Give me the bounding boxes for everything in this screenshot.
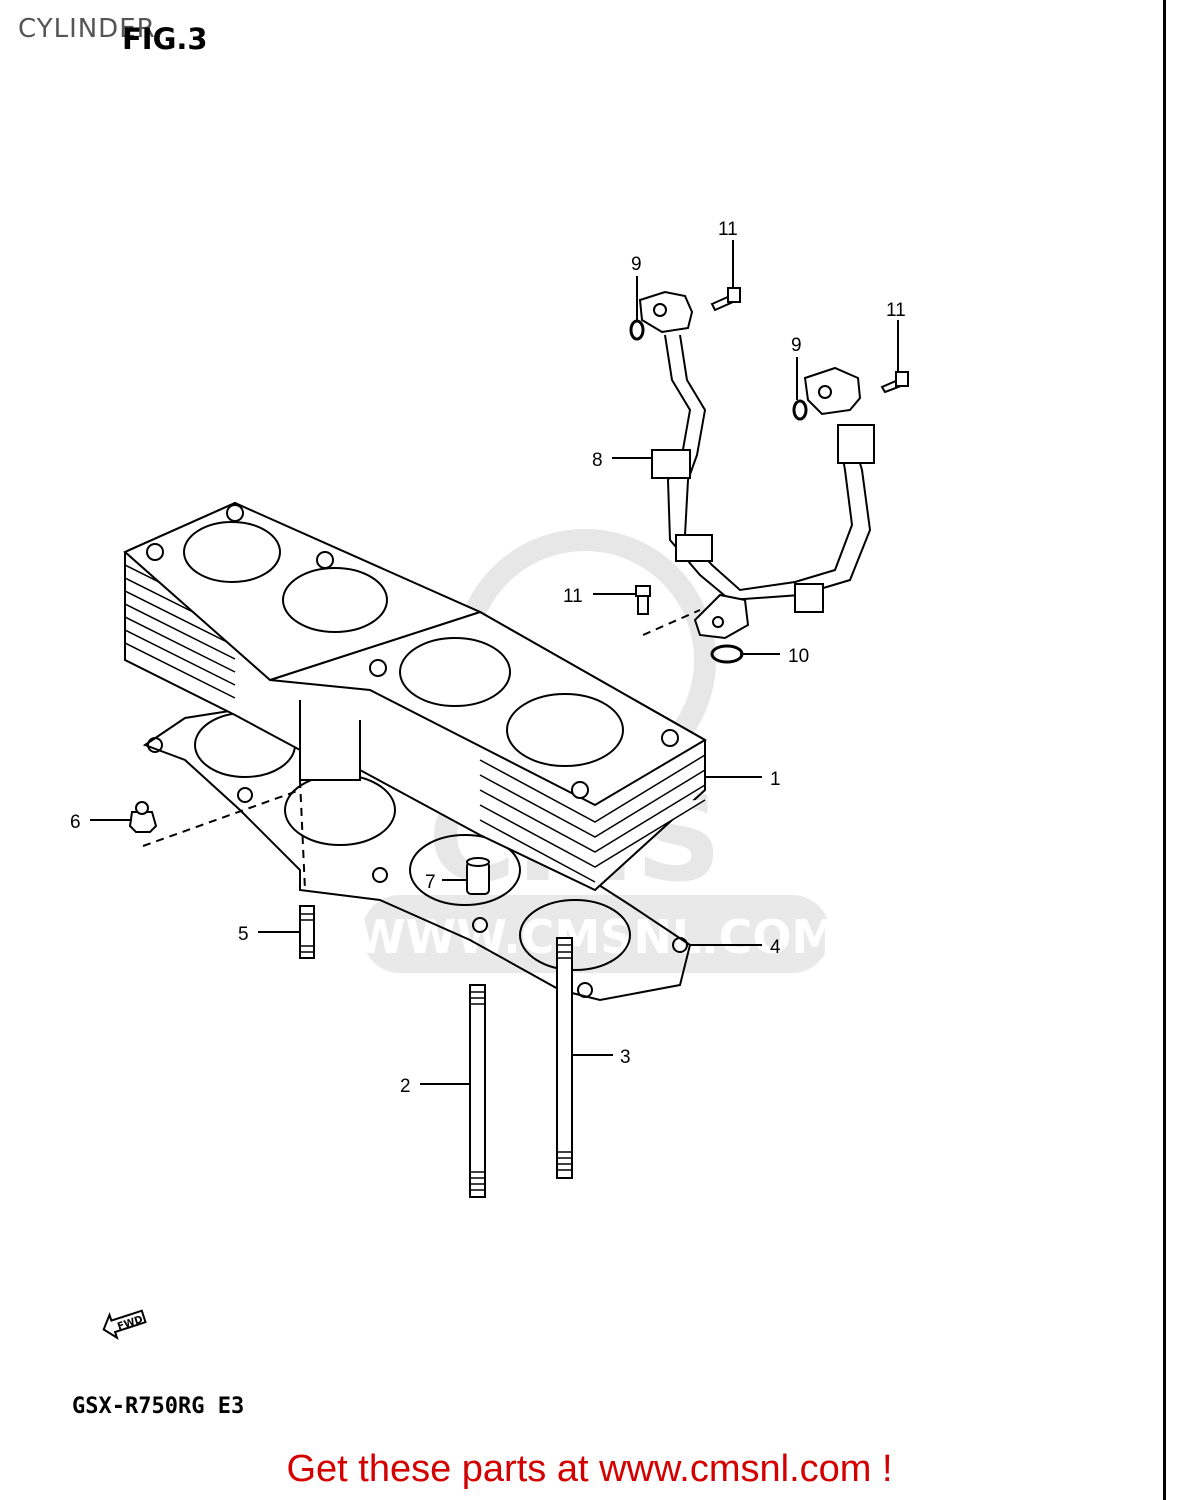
stud-bolt-long-2 — [469, 984, 486, 1198]
callout-2: 2 — [400, 1076, 411, 1097]
stud-bolt-short — [299, 905, 315, 959]
callout-10: 10 — [788, 646, 809, 667]
callout-5: 5 — [238, 924, 249, 945]
cap-nut — [128, 801, 158, 833]
model-code: GSX-R750RG E3 — [72, 1394, 245, 1419]
bolt-upper-left — [710, 287, 741, 312]
callout-11-top: 11 — [718, 219, 738, 240]
callout-11-lower: 11 — [563, 586, 583, 607]
callout-9-left: 9 — [631, 254, 642, 275]
dowel-pin — [466, 857, 490, 895]
callout-9-right: 9 — [791, 335, 802, 356]
fwd-arrow-icon: FWD — [102, 1309, 147, 1341]
callout-7: 7 — [425, 872, 436, 893]
oil-hose — [638, 290, 875, 640]
callout-11-right: 11 — [886, 300, 906, 321]
cylinder-block — [123, 501, 707, 892]
footer-link[interactable]: Get these parts at www.cmsnl.com ! — [286, 1448, 893, 1490]
stud-bolt-long-3 — [556, 937, 573, 1179]
page-border-line — [1163, 0, 1166, 1500]
leader-lines — [90, 240, 899, 1085]
o-ring-upper-right — [792, 399, 808, 421]
bolt-lower — [635, 585, 651, 615]
watermark-url-bar — [362, 895, 830, 973]
callout-8: 8 — [592, 450, 603, 471]
watermark-url-text: WWW.CMSNL.COM — [355, 910, 838, 964]
callout-1: 1 — [770, 769, 781, 790]
o-ring-upper-left — [629, 319, 645, 341]
callout-3: 3 — [620, 1047, 631, 1068]
o-ring-lower — [710, 644, 744, 664]
page-title: CYLINDER — [18, 14, 156, 44]
bolt-upper-right — [880, 371, 909, 394]
figure-label: FIG.3 — [122, 22, 208, 56]
callout-6: 6 — [70, 812, 81, 833]
callout-4: 4 — [770, 937, 781, 958]
